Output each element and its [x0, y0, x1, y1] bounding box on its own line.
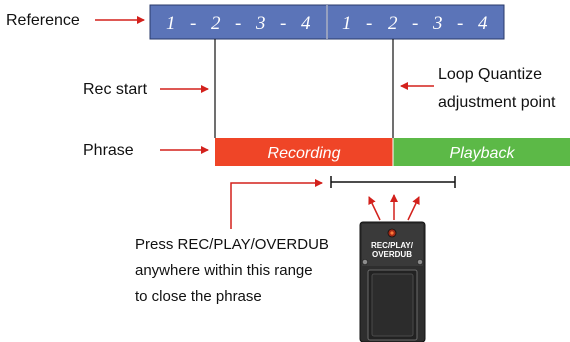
rec-start-label: Rec start [83, 81, 148, 98]
reference-separator: - [235, 13, 241, 34]
reference-beat: 1 [342, 13, 352, 34]
pedal-screw-icon [362, 259, 368, 265]
phrase-label: Phrase [83, 142, 134, 159]
pedal-screw-icon [417, 259, 423, 265]
reference-beat: 1 [166, 13, 176, 34]
reference-separator: - [412, 13, 418, 34]
reference-beat: 4 [301, 13, 311, 34]
pedal-label-line2: OVERDUB [372, 250, 412, 259]
recording-label: Recording [268, 145, 341, 162]
reference-beat: 2 [388, 13, 398, 34]
reference-separator: - [190, 13, 196, 34]
reference-separator: - [280, 13, 286, 34]
instruction-line1: Press REC/PLAY/OVERDUB [135, 236, 329, 253]
reference-label: Reference [6, 12, 80, 29]
instruction-arrow [230, 179, 323, 229]
instruction-line2: anywhere within this range [135, 262, 313, 279]
pedal-label-line1: REC/PLAY/ [371, 241, 414, 250]
reference-separator: - [366, 13, 372, 34]
reference-beat: 3 [255, 13, 266, 34]
pedal-led-glow-icon [390, 231, 394, 235]
loop-quantize-label-line1: Loop Quantize [438, 66, 542, 83]
pedal-foot-switch-inner [371, 273, 414, 337]
reference-beat: 3 [432, 13, 443, 34]
pedal-arrow-right [407, 196, 420, 221]
reference-separator: - [457, 13, 463, 34]
recording-segment [215, 138, 393, 166]
instruction-line3: to close the phrase [135, 288, 262, 305]
pedal-arrow-left [368, 196, 381, 221]
playback-label: Playback [450, 145, 516, 162]
loop-quantize-label-line2: adjustment point [438, 94, 556, 111]
playback-segment [393, 138, 570, 166]
reference-beat: 2 [211, 13, 221, 34]
rec-play-overdub-pedal[interactable]: REC/PLAY/ OVERDUB [359, 221, 426, 342]
reference-beat: 4 [478, 13, 488, 34]
